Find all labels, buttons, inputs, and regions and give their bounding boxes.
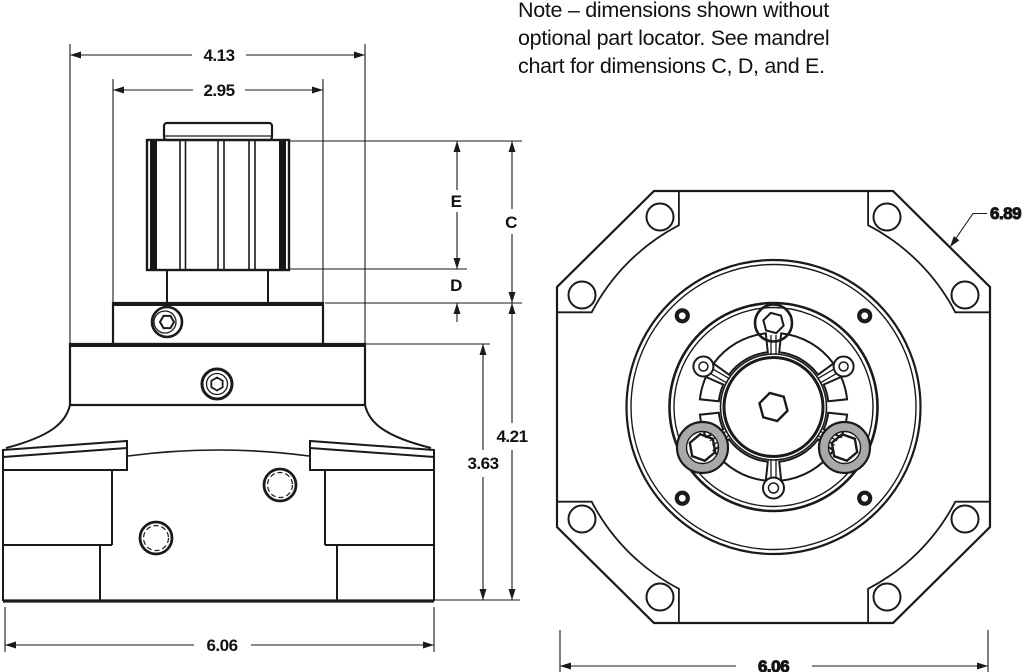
flare-right [364,404,432,449]
ear-cap-left [2,439,128,471]
dim-label-flange-width: 6.06 [758,657,789,672]
corner-band-bottom-right [867,500,990,623]
dim-base-width: 6.06 [5,636,434,655]
dim-width-inner: 2.95 [113,81,323,100]
top-bolt [753,303,794,343]
extension-lines [4,44,522,652]
dim-label-c: C [505,213,517,232]
small-screw-right [832,355,855,378]
corner-band-top-right [867,191,990,314]
hex-bolt-left [675,420,730,475]
dim-d: D [450,276,463,322]
knurled-knob [145,138,291,272]
center-bore-edge [722,356,825,458]
dim-label-width-inner: 2.95 [203,81,234,100]
small-screw-left [692,355,715,378]
mid-band [68,342,367,407]
collar-set-screw [150,305,184,339]
dim-flange-od: 6.89 [949,204,1022,248]
base-center-arc [127,449,310,457]
dim-width-outer: 4.13 [70,46,365,65]
socket-screw [200,367,234,401]
dim-label-d: D [450,276,462,295]
dim-e: E [451,141,462,269]
front-view: 6.89 6.06 [555,189,1022,672]
knob-neck [166,270,269,303]
collar [111,301,325,346]
dim-c: C [505,141,518,303]
knurl-shade-left [150,141,157,269]
note-line-3: chart for dimensions C, D, and E. [518,54,825,78]
corner-bolt-holes [567,202,980,612]
flange-outer-circle-inner-line [630,263,917,551]
dim-label-width-outer: 4.13 [203,46,234,65]
dim-flange-width: 6.06 [559,630,989,672]
housing-circle-inner-line [673,306,874,508]
knurl-lines [179,141,256,269]
center-hex-socket [758,391,789,423]
base-hole-left [138,520,174,556]
dim-height-outer: 4.21 [496,303,528,600]
dim-height-inner: 3.63 [467,344,499,600]
dim-label-base-width: 6.06 [206,636,237,655]
face-pin-holes [674,308,873,506]
hex-bolt-right [817,420,872,475]
knurl-shade-right [279,141,286,269]
dim-label-height-inner: 3.63 [467,454,498,473]
knob-cap [162,121,274,142]
base-hole-right [262,467,298,503]
note-text: Note – dimensions shown without optional… [518,0,830,78]
center-bore [719,353,828,461]
small-screw-bottom [762,476,785,500]
side-view-part [2,121,435,603]
corner-band-bottom-left [557,500,680,623]
housing-circle [668,301,879,513]
flange-octagon [555,189,992,625]
flange-outer-circle [625,258,922,556]
side-view: 4.13 2.95 E C D [2,44,528,655]
dim-label-flange-od: 6.89 [990,204,1021,223]
note-line-1: Note – dimensions shown without [518,0,829,22]
ear-cap-right [309,439,435,471]
base-outline [2,450,435,601]
dim-label-e: E [451,192,462,211]
corner-band-top-left [557,191,680,314]
flare-left [5,404,71,449]
note-line-2: optional part locator. See mandrel [518,26,829,50]
dim-label-height-outer: 4.21 [496,427,527,446]
